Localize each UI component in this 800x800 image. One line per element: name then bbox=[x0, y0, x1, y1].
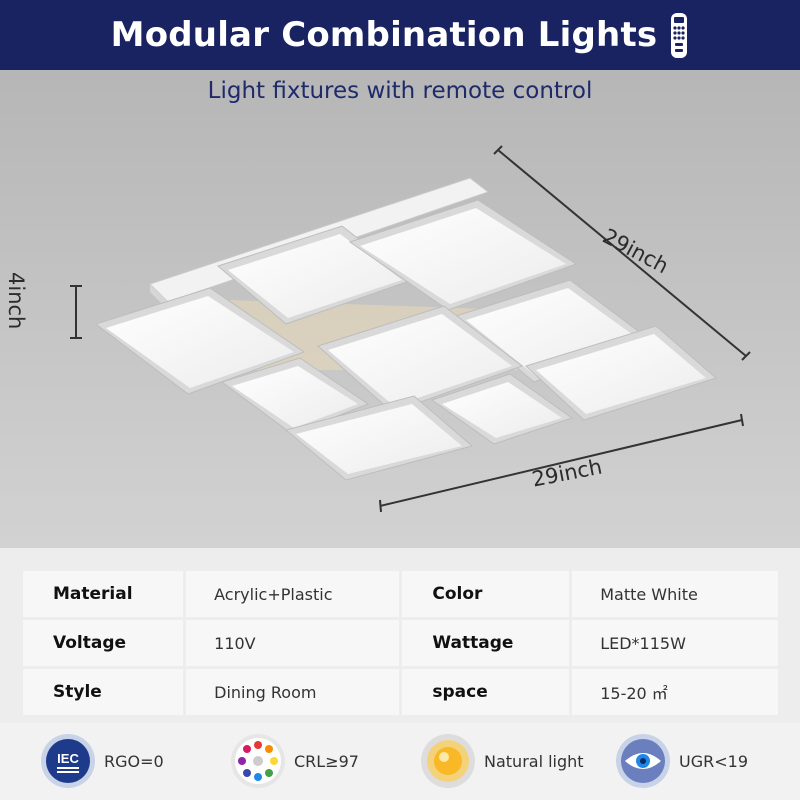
spec-label: space bbox=[402, 669, 570, 715]
feature-ugr: UGR<19 bbox=[615, 733, 748, 789]
specifications-section: Material Acrylic+Plastic Color Matte Whi… bbox=[0, 548, 800, 723]
table-row: Material Acrylic+Plastic Color Matte Whi… bbox=[23, 571, 778, 617]
spec-value: Dining Room bbox=[186, 669, 400, 715]
feature-label: UGR<19 bbox=[679, 751, 748, 771]
spec-value: 15-20 ㎡ bbox=[572, 669, 778, 715]
feature-natural-light: Natural light bbox=[420, 733, 584, 789]
light-panel-front-left bbox=[220, 357, 370, 435]
page-subtitle: Light fixtures with remote control bbox=[207, 78, 593, 104]
light-panel-back-right bbox=[348, 199, 578, 311]
spec-label: Style bbox=[23, 669, 184, 715]
light-panel-far-right bbox=[525, 325, 718, 421]
feature-label: RGO=0 bbox=[104, 751, 164, 771]
color-wheel-icon bbox=[231, 734, 285, 788]
page-title: Modular Combination Lights bbox=[110, 15, 658, 55]
feature-crl: CRL≥97 bbox=[230, 733, 359, 789]
spec-value: 110V bbox=[186, 620, 400, 666]
spec-value: Acrylic+Plastic bbox=[186, 571, 400, 617]
spec-label: Voltage bbox=[23, 620, 184, 666]
spec-label: Wattage bbox=[402, 620, 570, 666]
width-dimension-line bbox=[379, 413, 744, 513]
light-panel-left bbox=[94, 287, 306, 395]
title-banner: Modular Combination Lights bbox=[0, 0, 800, 70]
feature-label: Natural light bbox=[484, 751, 584, 771]
height-dimension-line bbox=[70, 285, 82, 339]
spec-label: Color bbox=[402, 571, 570, 617]
natural-light-icon bbox=[421, 734, 475, 788]
light-panel-front-right bbox=[430, 373, 574, 445]
iec-icon-text: IEC bbox=[57, 751, 79, 766]
spec-value: Matte White bbox=[572, 571, 778, 617]
light-panel-front bbox=[284, 395, 474, 481]
iec-icon: IEC bbox=[41, 734, 95, 788]
feature-rgo: IEC RGO=0 bbox=[40, 733, 164, 789]
spec-label: Material bbox=[23, 571, 184, 617]
table-row: Style Dining Room space 15-20 ㎡ bbox=[23, 669, 778, 715]
feature-label: CRL≥97 bbox=[294, 751, 359, 771]
spec-value: LED*115W bbox=[572, 620, 778, 666]
light-panel-center bbox=[317, 305, 524, 413]
feature-badges: IEC RGO=0 CRL≥97 Natural light bbox=[0, 723, 800, 800]
ceiling-light-illustration bbox=[0, 70, 800, 548]
depth-dimension-line bbox=[493, 145, 751, 361]
specifications-table: Material Acrylic+Plastic Color Matte Whi… bbox=[20, 568, 781, 718]
table-row: Voltage 110V Wattage LED*115W bbox=[23, 620, 778, 666]
height-dimension-label: 4inch bbox=[4, 272, 28, 330]
eye-icon bbox=[616, 734, 670, 788]
remote-control-icon bbox=[671, 13, 688, 58]
product-image: Light fixtures with remote control 29inc… bbox=[0, 70, 800, 548]
